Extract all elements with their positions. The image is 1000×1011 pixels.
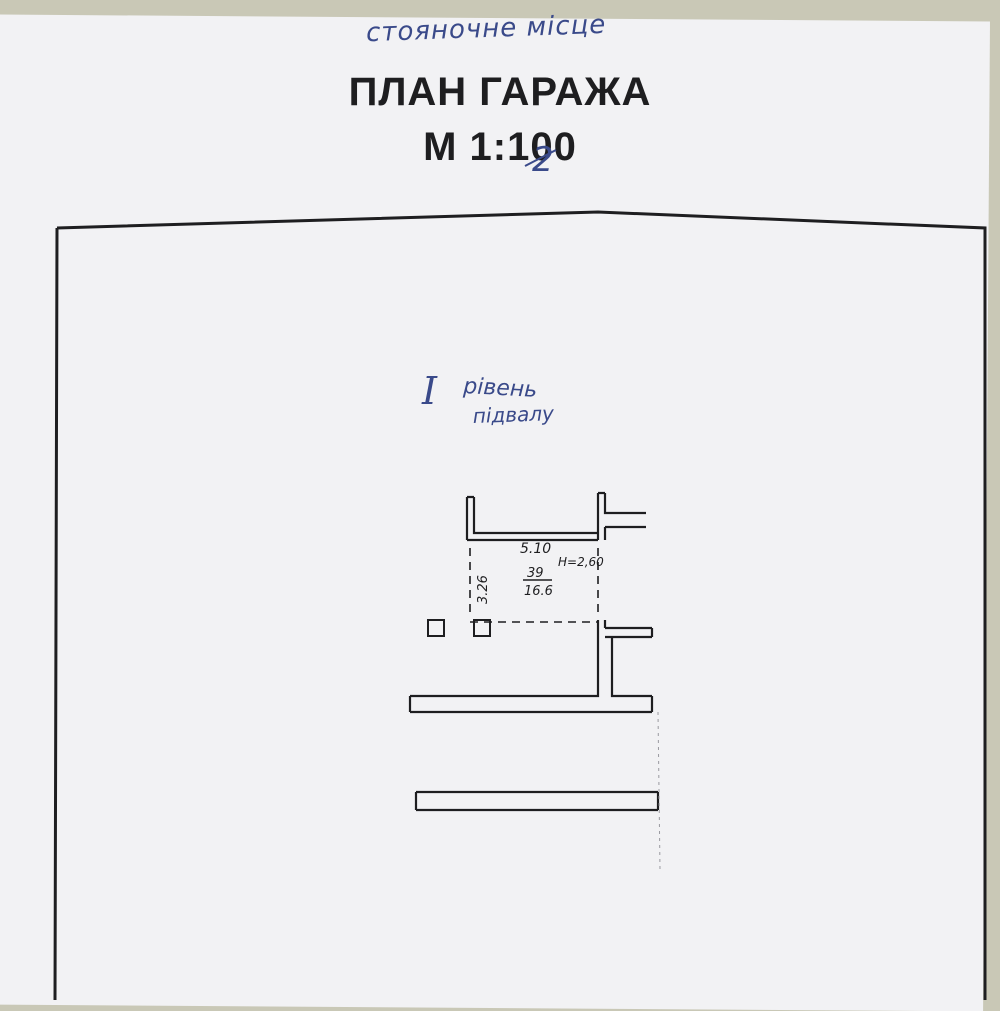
level-label-basement: підвалу xyxy=(472,401,555,428)
column-left xyxy=(427,619,445,637)
room-length-label: 5.10 xyxy=(520,541,551,557)
page-title: ПЛАН ГАРАЖА xyxy=(348,70,652,114)
column-right xyxy=(473,619,491,637)
scale-correction-digit: 2 xyxy=(532,140,554,180)
room-area-label: 16.6 xyxy=(524,584,553,599)
wall-right-mid xyxy=(408,620,654,714)
room-width-label: 3.26 xyxy=(476,575,491,604)
wall-bottom-corridor xyxy=(414,790,660,812)
scale-label: М 1:100 xyxy=(423,125,577,169)
room-number-label: 39 xyxy=(527,566,544,581)
room-height-label: H=2,60 xyxy=(558,555,604,569)
level-label-numeral: I xyxy=(421,369,438,413)
level-label-word: рівень xyxy=(462,374,538,403)
scale-strike-mark xyxy=(524,149,557,167)
wall-left-top xyxy=(465,495,598,542)
plan-frame xyxy=(53,210,987,1000)
page-edge-faint-line xyxy=(657,711,661,871)
wall-right-top xyxy=(596,491,646,540)
